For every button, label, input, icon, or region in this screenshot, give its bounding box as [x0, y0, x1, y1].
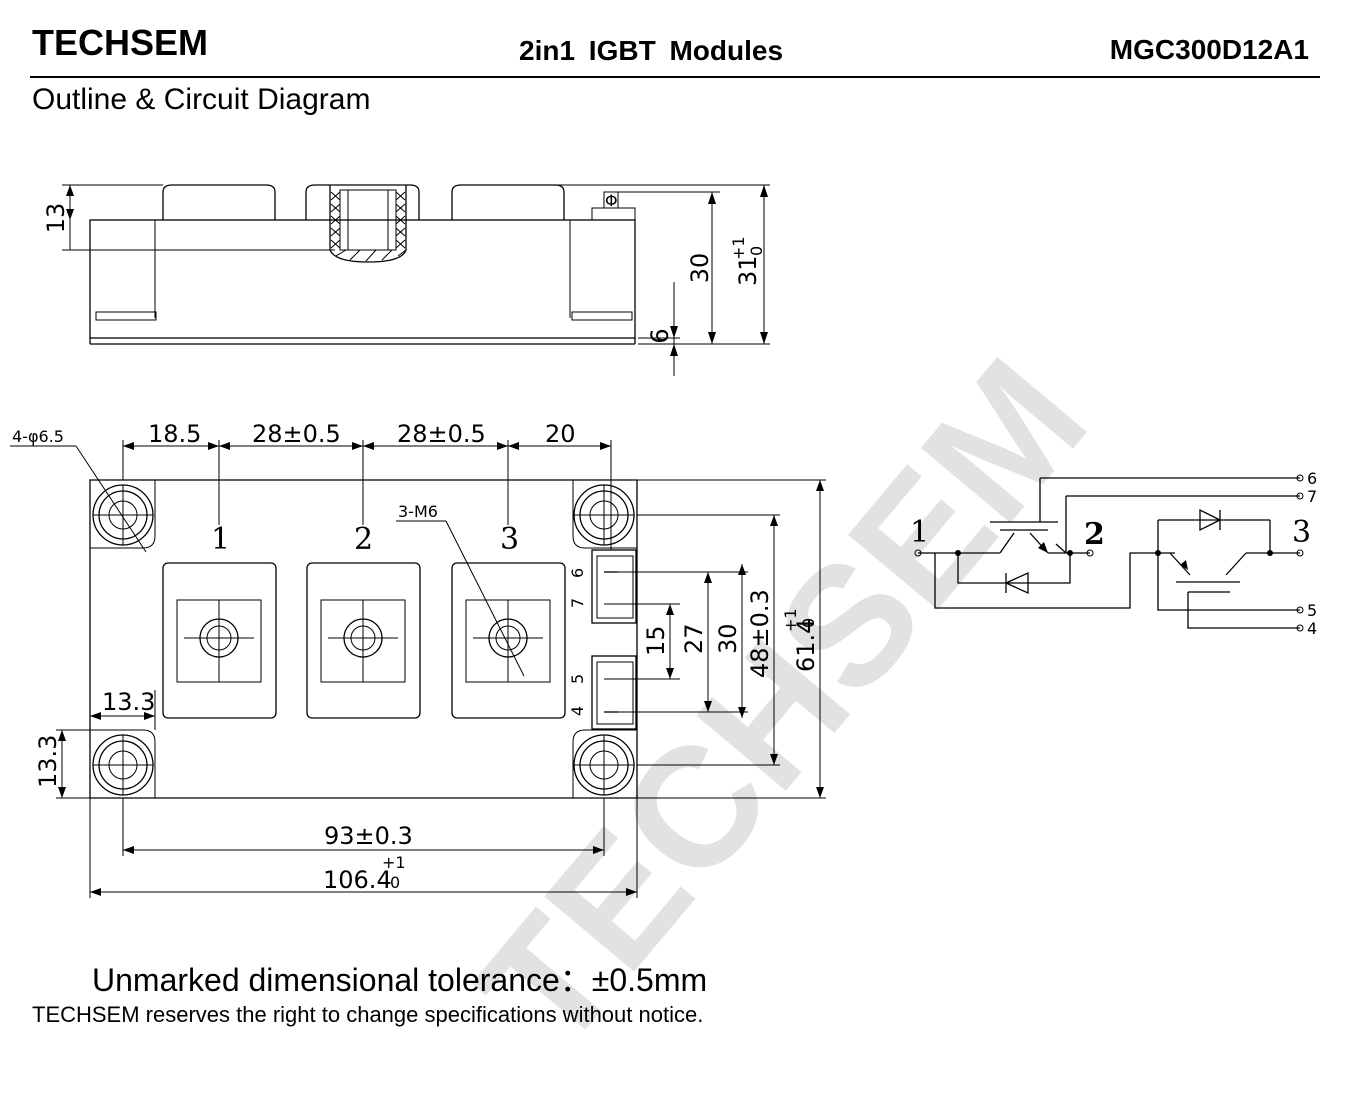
dim-106-4: 106.4: [323, 866, 392, 894]
mounting-hole: [573, 734, 635, 796]
tab-symbol: Φ: [605, 191, 618, 210]
circuit-terminal-3: 3: [1292, 515, 1311, 550]
circuit-pin-7: 7: [1307, 487, 1317, 506]
dim-61-4-tol-low: 0: [799, 618, 818, 628]
mounting-hole: [573, 484, 635, 546]
pin-label-4: 4: [568, 706, 587, 716]
dim-13-3-vertical: 13.3: [34, 735, 62, 788]
dim-side-31-tol: +1: [729, 236, 748, 260]
dim-27: 27: [680, 623, 708, 654]
tolerance-note: Unmarked dimensional tolerance：±0.5mm: [92, 962, 708, 998]
dim-side-31: 31: [734, 255, 762, 286]
dim-m6: 3-M6: [398, 502, 438, 521]
part-number: MGC300D12A1: [1109, 34, 1309, 65]
circuit-pin-4: 4: [1307, 619, 1317, 638]
dim-48: 48±0.3: [746, 589, 774, 678]
dim-side-13: 13: [42, 203, 70, 234]
dim-93: 93±0.3: [324, 822, 413, 850]
header-rule: [30, 76, 1320, 78]
terminal-label-3: 3: [500, 522, 519, 557]
dim-106-4-tol-low: 0: [390, 873, 400, 892]
power-terminal-3: [451, 562, 566, 719]
dim-13-3-horizontal: 13.3: [102, 688, 155, 716]
dim-28-b: 28±0.5: [397, 420, 486, 448]
circuit-terminal-2: 2: [1084, 517, 1105, 552]
top-view: 1 2 3 6 7 5 4 18.5 28±0.5 2: [10, 420, 826, 898]
power-terminal-1: [162, 562, 277, 719]
mounting-hole: [92, 484, 154, 546]
circuit-pin-5: 5: [1307, 601, 1317, 620]
circuit-pin-6: 6: [1307, 469, 1317, 488]
dim-106-4-tol: +1: [382, 853, 406, 872]
circuit-terminal-1: 1: [910, 515, 929, 550]
mounting-hole: [92, 734, 154, 796]
terminal-label-2: 2: [354, 522, 373, 557]
product-title: 2in1 IGBT Modules: [519, 35, 784, 66]
terminal-label-1: 1: [211, 522, 230, 557]
dim-side-6: 6: [646, 328, 674, 343]
dim-61-4: 61.4: [792, 619, 820, 672]
dim-61-4-tol: +1: [781, 608, 800, 632]
dim-30-top: 30: [714, 623, 742, 654]
pin-label-6: 6: [568, 568, 587, 578]
pin-label-7: 7: [568, 598, 587, 608]
pin-label-5: 5: [568, 674, 587, 684]
brand-name: TECHSEM: [32, 22, 209, 63]
notice-text: TECHSEM reserves the right to change spe…: [32, 1002, 704, 1027]
control-connector-upper: [591, 549, 637, 624]
dim-15: 15: [642, 625, 670, 656]
dim-side-30: 30: [686, 253, 714, 284]
dim-side-31-tol-low: 0: [747, 246, 766, 256]
control-connector-lower: [591, 655, 637, 730]
dim-holes: 4-φ6.5: [12, 427, 64, 446]
dim-20: 20: [545, 420, 576, 448]
side-view: Φ 13 30 31 +1 0 6: [42, 184, 770, 376]
dim-18-5: 18.5: [148, 420, 201, 448]
circuit-diagram: 1 2 3 6 7 5 4: [910, 469, 1317, 638]
dim-28-a: 28±0.5: [252, 420, 341, 448]
power-terminal-2: [306, 562, 421, 719]
section-title: Outline & Circuit Diagram: [32, 83, 371, 116]
